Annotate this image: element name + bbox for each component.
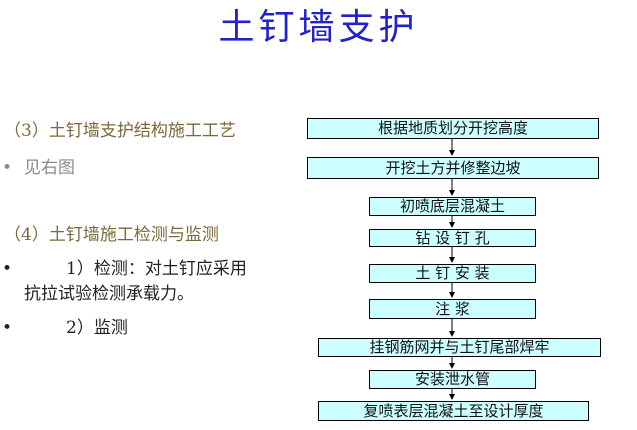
flow-step-4: 钻 设 钉 孔: [369, 229, 536, 247]
flow-step-9: 复喷表层混凝土至设计厚度: [318, 401, 589, 421]
bullet-marker: •: [2, 318, 13, 338]
flow-step-2: 开挖土方并修整边坡: [307, 157, 599, 179]
flow-step-7: 挂钢筋网并与土钉尾部焊牢: [318, 338, 601, 357]
flow-step-6: 注 浆: [369, 299, 536, 319]
inspection-line-1: 1）检测：对土钉应采用: [66, 259, 247, 279]
flow-step-5: 土 钉 安 装: [369, 264, 536, 283]
flow-step-1: 根据地质划分开挖高度: [307, 118, 599, 139]
flow-step-8: 安装泄水管: [369, 370, 536, 389]
flow-step-3: 初喷底层混凝土: [369, 197, 536, 216]
section-4-heading: （4）土钉墙施工检测与监测: [4, 225, 219, 245]
inspection-line-2: 抗拉试验检测承载力。: [24, 284, 194, 304]
page-title: 土钉墙支护: [218, 7, 419, 48]
see-right-text: 见右图: [24, 158, 75, 178]
bullet-marker: •: [2, 158, 13, 178]
bullet-marker: •: [2, 259, 13, 279]
monitoring-text: 2）监测: [66, 318, 128, 338]
section-3-heading: （3）土钉墙支护结构施工工艺: [4, 121, 236, 141]
